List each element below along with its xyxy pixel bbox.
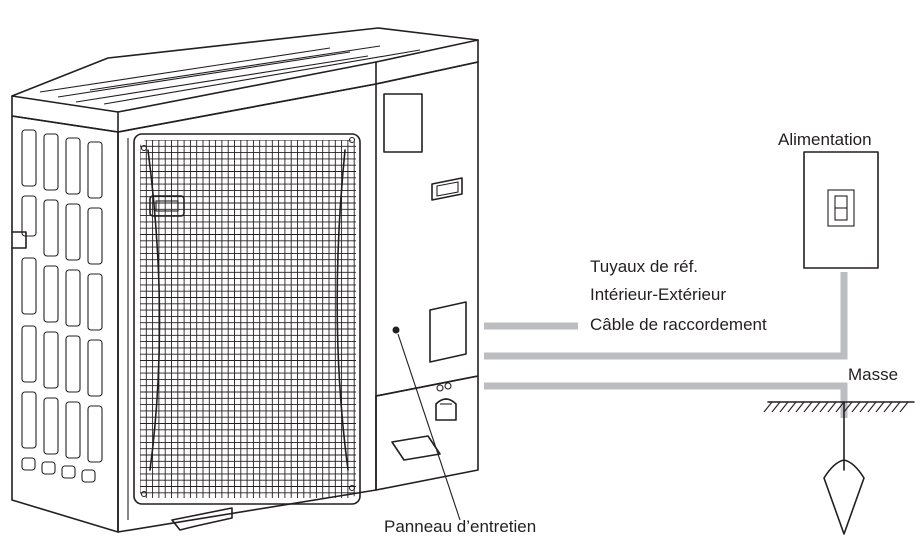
service-panel-leader-line [397, 333, 461, 521]
outdoor-unit [11, 27, 479, 533]
unit-left-side [11, 115, 119, 533]
ground-symbol [763, 401, 915, 535]
power-cable [484, 272, 848, 360]
indoor-outdoor-label: Intérieur-Extérieur [590, 285, 726, 304]
power-supply-label: Alimentation [778, 130, 872, 149]
service-section [375, 93, 479, 491]
power-supply-box [803, 151, 879, 269]
service-panel-marker [392, 326, 400, 334]
fan-grill [133, 133, 361, 505]
service-panel-label: Panneau d’entretien [384, 517, 536, 536]
unit-feet [171, 435, 441, 531]
refrigerant-pipes-label: Tuyaux de réf. [590, 257, 698, 276]
connection-cable-label: Câble de raccordement [590, 315, 767, 334]
ground-label: Masse [848, 365, 898, 384]
unit-top-cover [11, 27, 479, 133]
